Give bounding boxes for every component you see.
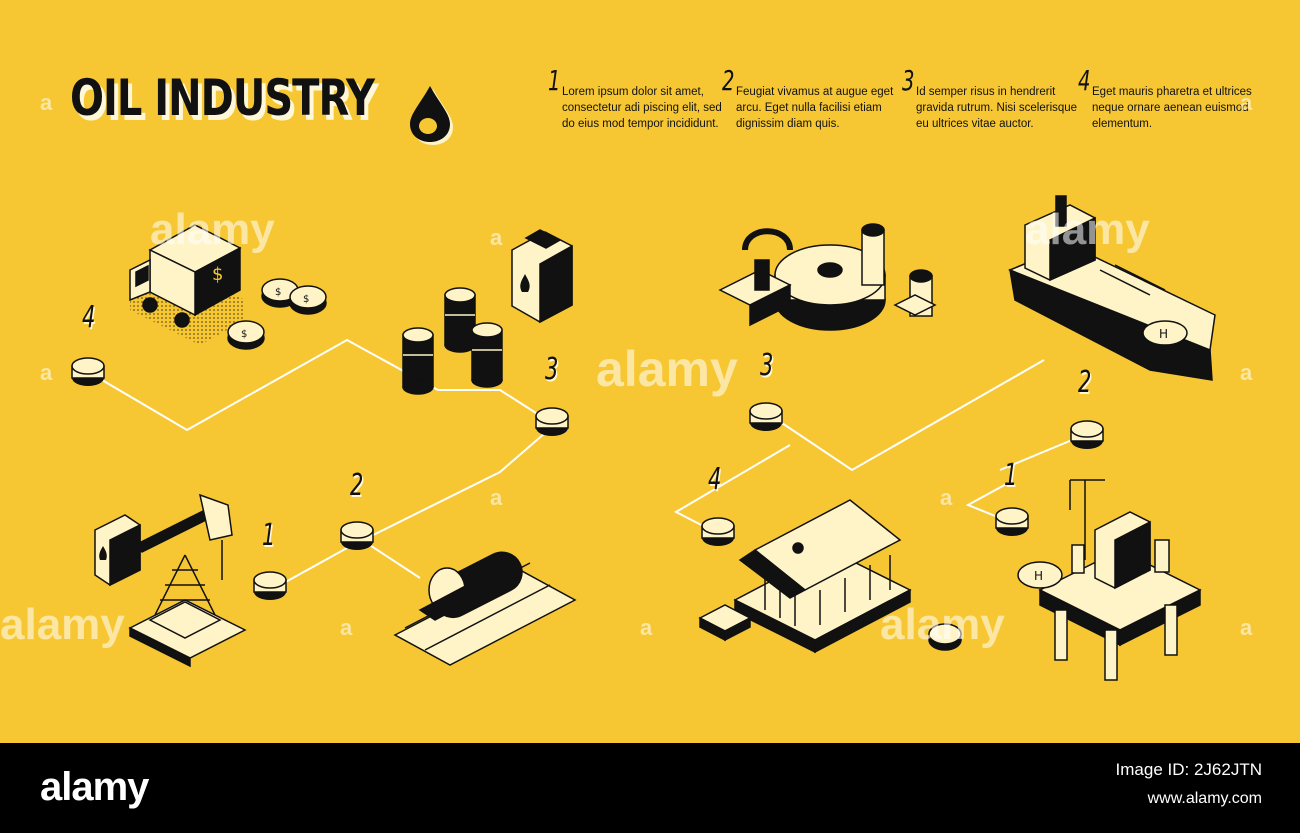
- oil-barrels-icon: [402, 287, 503, 395]
- footer-image-id: Image ID: 2J62JTN: [1115, 760, 1262, 779]
- watermark-small: a: [1240, 615, 1253, 640]
- description-number: 4: [1078, 64, 1091, 97]
- description-text: Lorem ipsum dolor sit amet, consectetur …: [562, 86, 722, 130]
- watermark-small: a: [490, 225, 503, 250]
- step-label-right-4: 4: [708, 462, 722, 497]
- watermark-small: a: [40, 90, 53, 115]
- step-label-left-3: 3: [545, 352, 559, 387]
- description-text: Feugiat vivamus at augue eget arcu. Eget…: [736, 86, 894, 130]
- rail-tank-car-icon: [393, 551, 577, 666]
- watermark-small: a: [940, 485, 953, 510]
- watermark-small: a: [40, 360, 53, 385]
- illustration: $ $ $ $: [71, 86, 1216, 681]
- description-number: 3: [902, 64, 915, 97]
- bank-building-icon: [733, 499, 912, 654]
- svg-text:H: H: [1034, 569, 1043, 583]
- footer-site-link[interactable]: www.alamy.com: [1147, 790, 1262, 807]
- bank-coin-icon: [928, 623, 962, 651]
- watermark: alamy: [150, 205, 275, 254]
- step-marker-left-1: [253, 571, 287, 600]
- description-text: Id semper risus in hendrerit gravida rut…: [916, 86, 1078, 130]
- svg-text:$: $: [275, 287, 281, 298]
- watermark-small: a: [340, 615, 353, 640]
- watermark: alamy: [1025, 205, 1150, 254]
- offshore-platform-icon: H: [1017, 479, 1202, 681]
- pump-jack-icon: [94, 493, 247, 668]
- step-marker-left-4: [71, 357, 105, 386]
- watermark-small: a: [640, 615, 653, 640]
- step-label-left-1: 1: [262, 518, 276, 553]
- watermark: alamy: [880, 600, 1005, 649]
- svg-text:$: $: [303, 294, 309, 305]
- svg-text:$: $: [241, 329, 247, 340]
- page-title: OIL INDUSTRY: [70, 70, 375, 128]
- watermark-small: a: [1240, 360, 1253, 385]
- cash-stack-icon: [698, 604, 752, 642]
- watermark-small: a: [490, 485, 503, 510]
- step-marker-right-1: [995, 507, 1029, 536]
- footer-brand[interactable]: alamy: [40, 765, 149, 809]
- description-number: 1: [548, 64, 561, 97]
- svg-text:$: $: [212, 264, 223, 285]
- cash-van-icon: $: [129, 224, 245, 345]
- step-label-left-4: 4: [82, 300, 96, 335]
- watermark-small: a: [1240, 90, 1253, 115]
- step-marker-left-2: [340, 521, 374, 550]
- oil-drop-icon: [410, 86, 453, 145]
- left-flow-path: [101, 338, 561, 585]
- step-marker-left-3: [535, 407, 569, 436]
- refinery-icon: [718, 223, 937, 331]
- footer-bar: alamy Image ID: 2J62JTN www.alamy.com: [0, 743, 1300, 833]
- step-marker-right-2: [1070, 420, 1104, 449]
- step-label-right-3: 3: [760, 348, 774, 383]
- description-text: Eget mauris pharetra et ultrices neque o…: [1092, 86, 1252, 130]
- oil-tanker-ship-icon: H: [1008, 195, 1216, 381]
- fuel-canister-icon: [511, 229, 573, 324]
- step-label-left-2: 2: [350, 468, 364, 503]
- step-label-right-1: 1: [1004, 458, 1018, 493]
- step-marker-right-4: [701, 517, 735, 546]
- svg-text:H: H: [1159, 327, 1168, 341]
- description-number: 2: [722, 64, 735, 97]
- step-marker-right-3: [749, 402, 783, 431]
- step-label-right-2: 2: [1078, 365, 1092, 400]
- coins-icon: $ $ $: [227, 278, 327, 350]
- watermark: alamy: [0, 600, 125, 649]
- watermark: alamy: [596, 341, 738, 397]
